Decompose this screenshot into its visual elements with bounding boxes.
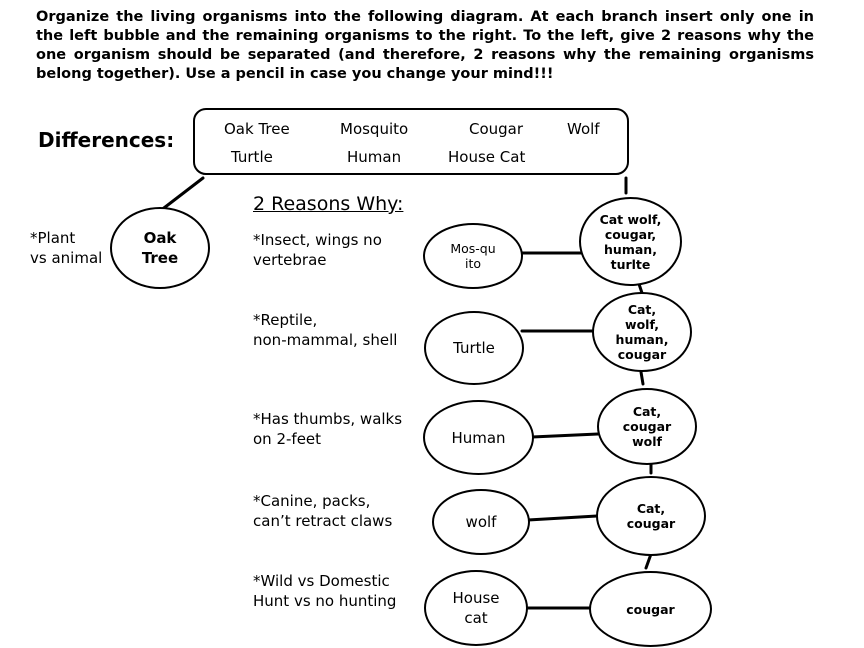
- group-1-bubble: Cat wolf, cougar, human, turlte: [579, 197, 682, 286]
- organism-mosquito: Mosquito: [340, 120, 409, 138]
- organism-oak-tree: Oak Tree: [224, 120, 290, 138]
- connector-human-to-group-3: [530, 432, 600, 439]
- group-5-bubble: cougar: [589, 571, 712, 647]
- organism-turtle: Turtle: [231, 148, 273, 166]
- human-bubble: Human: [423, 400, 534, 475]
- group-4-bubble: Cat, cougar: [596, 476, 706, 556]
- organism-wolf: Wolf: [567, 120, 600, 138]
- reason-3: *Has thumbs, walks on 2-feet: [253, 410, 403, 448]
- reason-4: *Canine, packs, can’t retract claws: [253, 492, 393, 530]
- connector-box-to-oak-tree: [158, 176, 205, 213]
- organism-house-cat: House Cat: [448, 148, 526, 166]
- instructions-text: Organize the living organisms into the f…: [36, 9, 814, 82]
- group-3-bubble: Cat, cougar wolf: [597, 388, 697, 465]
- reason-1: *Insect, wings no vertebrae: [253, 231, 382, 269]
- connector-wolf-to-group-4: [526, 514, 599, 522]
- reasons-title: 2 Reasons Why:: [253, 193, 404, 215]
- organism-human: Human: [347, 148, 402, 166]
- differences-heading: Differences:: [38, 128, 175, 152]
- wolf-bubble: wolf: [432, 489, 530, 555]
- reason-5: *Wild vs Domestic Hunt vs no hunting: [253, 572, 397, 610]
- oak-tree-bubble: Oak Tree: [110, 207, 210, 289]
- connector-group-2-to-group-3: [639, 370, 645, 386]
- mosquito-bubble: Mos-qu ito: [423, 223, 523, 289]
- house-cat-bubble: House cat: [424, 570, 528, 646]
- organism-list-box: [193, 108, 629, 175]
- reason-2: *Reptile, non-mammal, shell: [253, 311, 398, 349]
- group-2-bubble: Cat, wolf, human, cougar: [592, 292, 692, 372]
- organism-cougar: Cougar: [469, 120, 524, 138]
- root-side-note: *Plant vs animal: [30, 229, 103, 267]
- turtle-bubble: Turtle: [424, 311, 524, 385]
- connector-group-4-to-group-5: [644, 552, 653, 570]
